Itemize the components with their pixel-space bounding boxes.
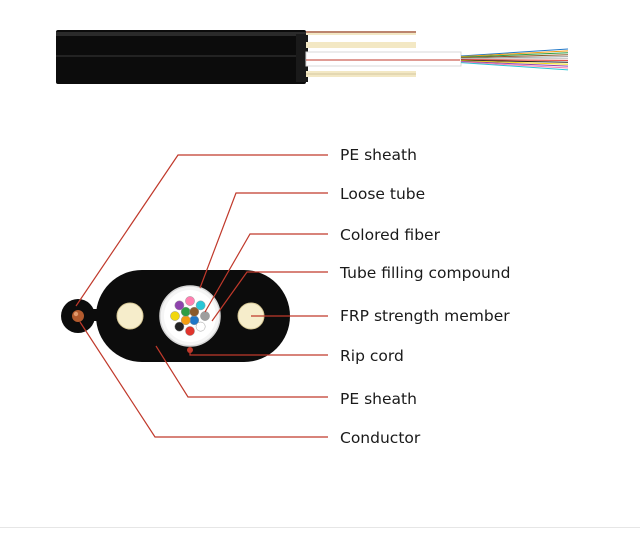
label-colored-fiber: Colored fiber xyxy=(340,226,440,244)
fiber-strand xyxy=(460,60,569,65)
colored-fiber xyxy=(189,306,200,317)
leader-rip-cord xyxy=(189,351,328,356)
loose-tube-side xyxy=(305,51,462,67)
colored-fibers xyxy=(170,296,210,336)
colored-fiber xyxy=(195,321,206,332)
leader-tube-filling xyxy=(211,271,328,322)
label-pe-sheath-top: PE sheath xyxy=(340,146,417,164)
fiber-strand xyxy=(460,54,569,59)
frp-strength-member-left xyxy=(116,302,144,330)
label-tube-filling-compound: Tube filling compound xyxy=(340,264,511,282)
leader-pe-sheath-bottom xyxy=(155,345,328,398)
colored-fiber xyxy=(200,311,210,321)
fiber-strand xyxy=(460,50,569,58)
sheath-highlight xyxy=(56,32,306,36)
fiber-strand xyxy=(460,48,569,57)
colored-fiber xyxy=(195,300,206,311)
leader-conductor xyxy=(79,321,328,438)
fiber-strand xyxy=(460,58,569,60)
fiber-strand xyxy=(460,59,569,63)
fiber-strand xyxy=(460,56,569,59)
fiber-strand xyxy=(460,61,569,69)
frp-rod-upper xyxy=(306,42,416,48)
fiber-strands xyxy=(460,48,569,71)
fiber-strand xyxy=(460,59,569,61)
colored-fiber xyxy=(170,311,180,321)
leader-pe-sheath-top xyxy=(75,154,328,307)
label-rip-cord: Rip cord xyxy=(340,347,404,365)
label-pe-sheath-bottom: PE sheath xyxy=(340,390,417,408)
colored-fiber xyxy=(174,300,185,311)
leader-colored-fiber xyxy=(204,233,328,313)
label-loose-tube: Loose tube xyxy=(340,185,426,203)
bottom-divider xyxy=(0,527,640,528)
label-frp-strength-member: FRP strength member xyxy=(340,307,510,325)
sheath-end-face xyxy=(296,34,308,82)
frp-rod-top xyxy=(306,31,416,35)
colored-fiber xyxy=(185,326,195,336)
colored-fiber xyxy=(174,321,185,332)
fiber-strand xyxy=(460,60,569,67)
leader-loose-tube xyxy=(199,192,328,289)
colored-fiber xyxy=(185,296,195,306)
label-conductor: Conductor xyxy=(340,429,421,447)
cable-side-view xyxy=(56,30,569,84)
outer-sheath-side xyxy=(56,30,306,84)
leader-lines xyxy=(75,154,328,438)
rip-cord xyxy=(187,347,193,353)
fiber-strand xyxy=(460,52,569,58)
fiber-strand xyxy=(460,62,569,71)
conductor-core xyxy=(72,310,84,322)
